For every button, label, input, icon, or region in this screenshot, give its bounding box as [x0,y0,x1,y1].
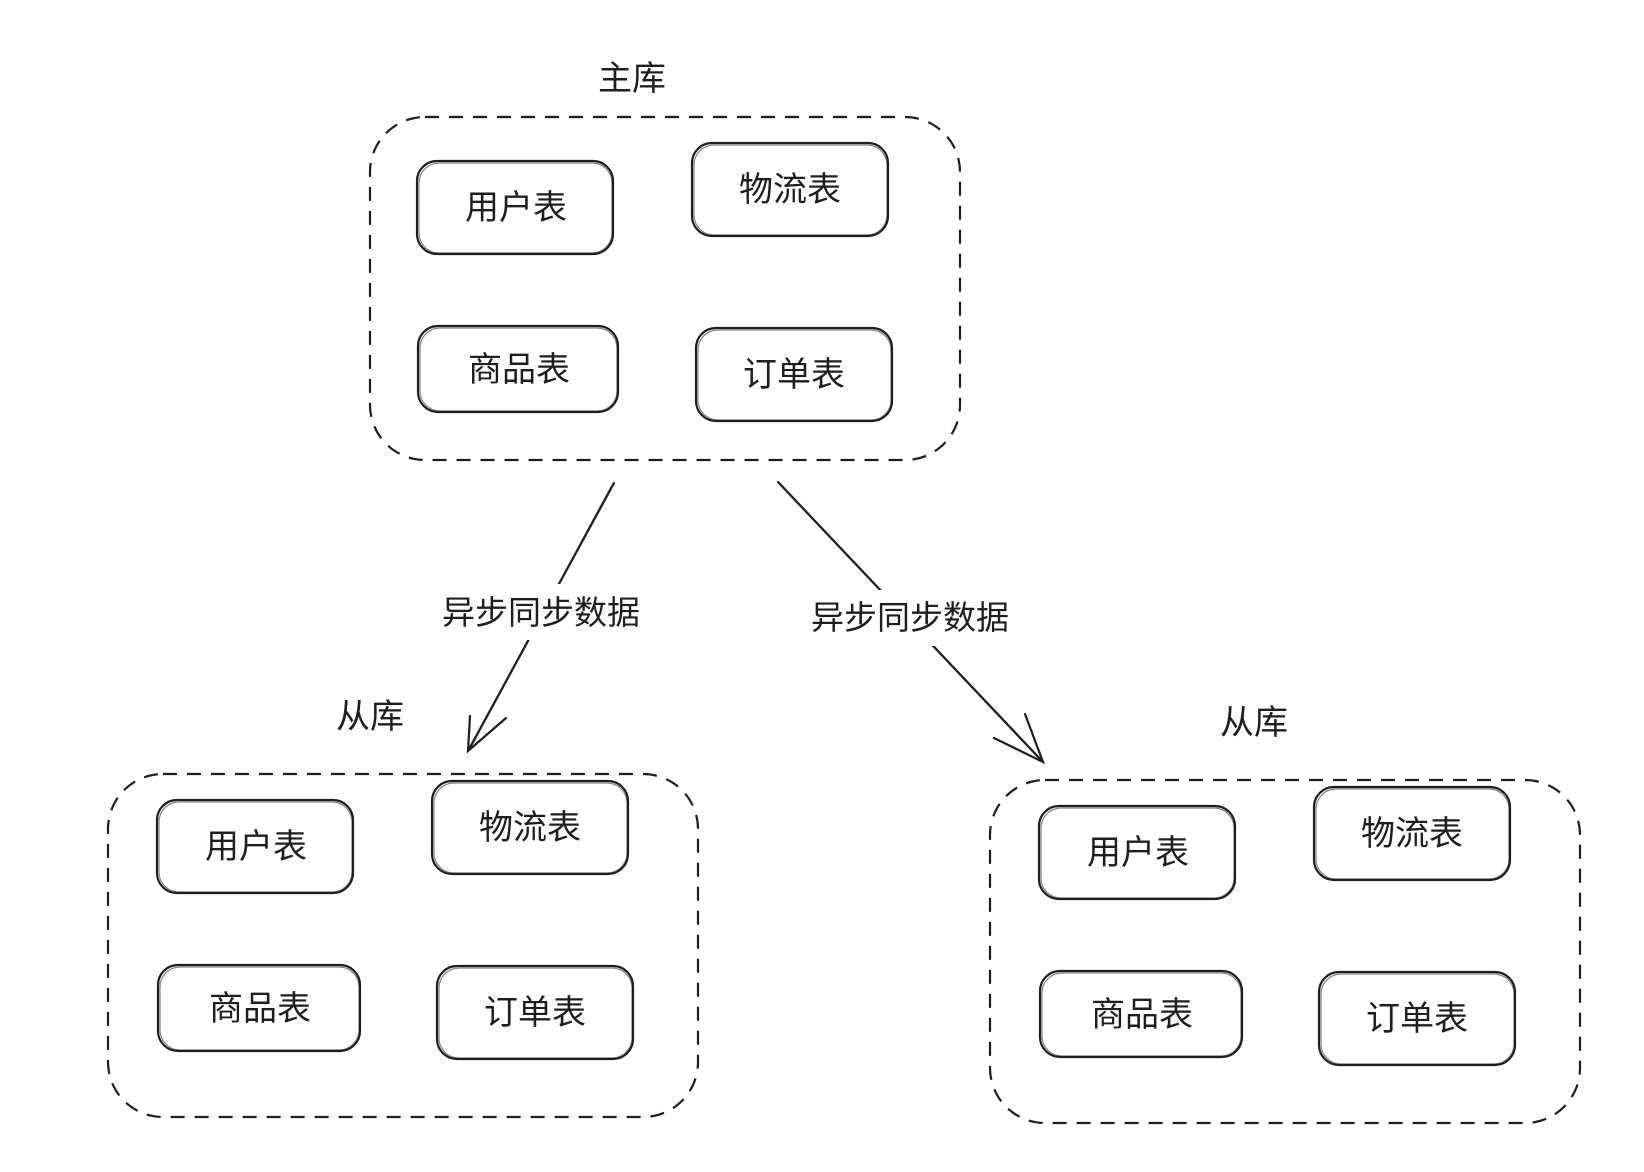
slave-db-left[interactable]: 从库 用户表 物流表 商品表 订单表 [106,697,700,1119]
table-label: 订单表 [743,355,845,395]
edge-master-to-left[interactable]: 异步同步数据 [432,481,650,754]
arrowhead-icon [466,714,508,754]
slave-right-table-logistics[interactable]: 物流表 [1312,785,1512,882]
table-label: 物流表 [1361,814,1463,854]
edge-label-right: 异步同步数据 [811,598,1009,637]
slave-db-left-title: 从库 [336,697,404,737]
slave-right-table-products[interactable]: 商品表 [1038,969,1244,1059]
table-label: 商品表 [468,350,570,390]
slave-db-left-container [106,772,700,1119]
slave-db-right[interactable]: 从库 用户表 物流表 商品表 订单表 [988,703,1582,1125]
master-db-title: 主库 [598,59,666,99]
master-db[interactable]: 主库 用户表 物流表 商品表 订单表 [368,59,962,462]
slave-left-table-orders[interactable]: 订单表 [435,964,635,1061]
slave-left-table-users[interactable]: 用户表 [155,798,355,895]
table-label: 用户表 [205,827,307,867]
master-table-logistics[interactable]: 物流表 [690,141,890,238]
slave-db-right-container [988,778,1582,1125]
slave-left-table-products[interactable]: 商品表 [156,963,362,1053]
slave-right-table-orders[interactable]: 订单表 [1317,970,1517,1067]
slave-db-right-title: 从库 [1220,703,1288,743]
table-label: 用户表 [465,188,567,228]
master-table-orders[interactable]: 订单表 [694,326,894,423]
table-label: 商品表 [209,989,311,1029]
master-table-users[interactable]: 用户表 [415,159,615,256]
slave-right-table-users[interactable]: 用户表 [1037,804,1237,901]
table-label: 用户表 [1087,833,1189,873]
table-label: 商品表 [1091,995,1193,1035]
table-label: 订单表 [484,993,586,1033]
slave-left-table-logistics[interactable]: 物流表 [430,779,630,876]
table-label: 物流表 [479,808,581,848]
arrowhead-icon [992,712,1046,765]
edge-master-to-right[interactable]: 异步同步数据 [776,480,1046,765]
table-label: 物流表 [739,170,841,210]
table-label: 订单表 [1366,999,1468,1039]
master-table-products[interactable]: 商品表 [416,324,620,414]
master-db-container [368,115,962,462]
edge-label-left: 异步同步数据 [442,593,640,632]
